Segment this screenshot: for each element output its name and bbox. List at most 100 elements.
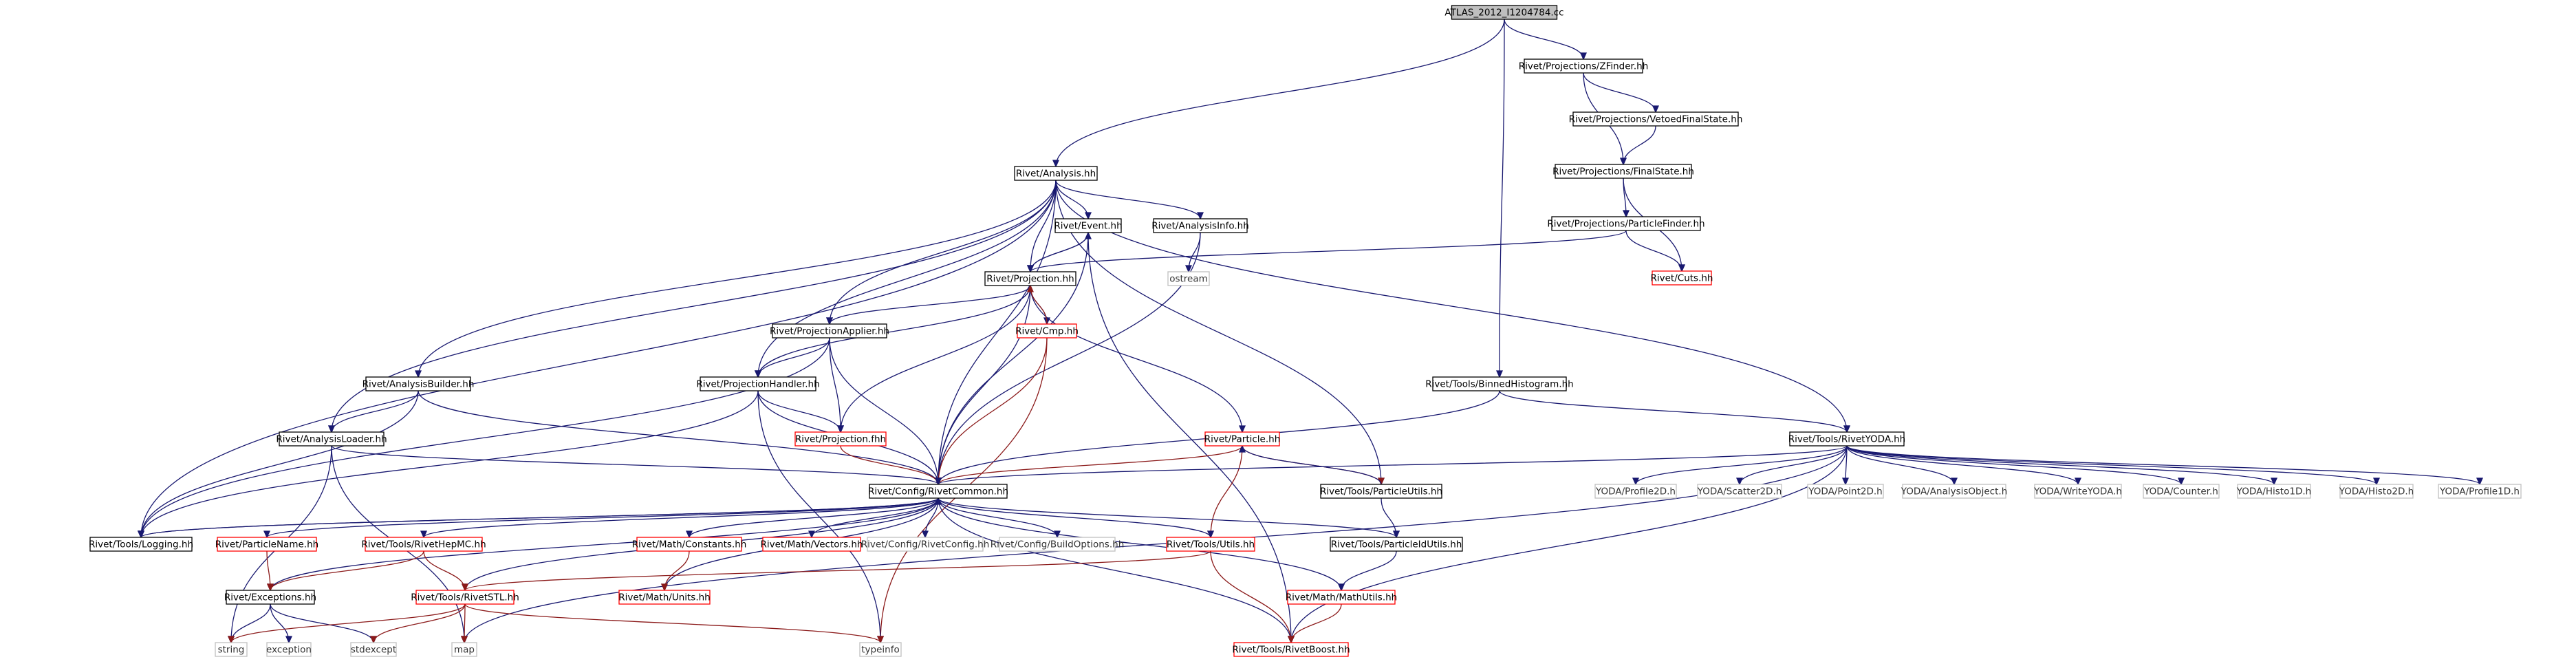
node-box-anbuilder[interactable] bbox=[365, 376, 471, 391]
node-box-stdexcept[interactable] bbox=[350, 642, 397, 657]
node-box-partfinder[interactable] bbox=[1551, 216, 1701, 231]
node-box-ostream[interactable] bbox=[1167, 271, 1210, 286]
node-exception[interactable]: exception bbox=[266, 642, 312, 657]
node-box-yprofile1d[interactable] bbox=[2438, 484, 2522, 499]
node-box-cmp[interactable] bbox=[1017, 323, 1077, 339]
node-box-rivetstl[interactable] bbox=[415, 590, 515, 605]
node-box-vetoed[interactable] bbox=[1572, 111, 1739, 127]
node-projhandler[interactable]: Rivet/ProjectionHandler.hh bbox=[696, 376, 820, 391]
node-cuts[interactable]: Rivet/Cuts.hh bbox=[1651, 270, 1713, 286]
node-box-partidutils[interactable] bbox=[1330, 537, 1463, 552]
node-box-string[interactable] bbox=[215, 642, 248, 657]
node-box-utils[interactable] bbox=[1166, 537, 1255, 552]
node-partname[interactable]: Rivet/ParticleName.hh bbox=[215, 537, 318, 552]
node-projfhh[interactable]: Rivet/Projection.fhh bbox=[794, 431, 887, 447]
node-partidutils[interactable]: Rivet/Tools/ParticleIdUtils.hh bbox=[1330, 537, 1463, 552]
node-buildopts[interactable]: Rivet/Config/BuildOptions.hh bbox=[991, 537, 1125, 552]
node-yhisto1d[interactable]: YODA/Histo1D.h bbox=[2236, 484, 2311, 499]
node-hepmc[interactable]: Rivet/Tools/RivetHepMC.hh bbox=[361, 537, 486, 552]
node-box-projection[interactable] bbox=[984, 271, 1076, 286]
node-rivetconfig[interactable]: Rivet/Config/RivetConfig.hh bbox=[861, 537, 990, 552]
node-box-constants[interactable] bbox=[636, 537, 742, 552]
node-projection[interactable]: Rivet/Projection.hh bbox=[984, 271, 1076, 286]
node-ycounter[interactable]: YODA/Counter.h bbox=[2143, 484, 2220, 499]
node-yprofile2d[interactable]: YODA/Profile2D.h bbox=[1594, 484, 1677, 499]
node-box-logging[interactable] bbox=[89, 537, 193, 552]
node-box-projhandler[interactable] bbox=[700, 376, 816, 391]
node-analysis[interactable]: Rivet/Analysis.hh bbox=[1014, 166, 1098, 181]
node-projapplier[interactable]: Rivet/ProjectionApplier.hh bbox=[770, 323, 889, 339]
node-box-buildopts[interactable] bbox=[999, 537, 1116, 552]
node-rivetstl[interactable]: Rivet/Tools/RivetSTL.hh bbox=[411, 590, 519, 605]
node-root[interactable]: ATLAS_2012_I1204784.cc bbox=[1444, 5, 1564, 20]
node-partfinder[interactable]: Rivet/Projections/ParticleFinder.hh bbox=[1547, 216, 1705, 231]
node-box-units[interactable] bbox=[618, 590, 711, 605]
node-box-yhisto2d[interactable] bbox=[2339, 484, 2414, 499]
node-box-partutils[interactable] bbox=[1320, 484, 1442, 499]
node-box-exceptions[interactable] bbox=[226, 590, 315, 605]
node-finalstate[interactable]: Rivet/Projections/FinalState.hh bbox=[1552, 164, 1694, 179]
node-box-boost[interactable] bbox=[1233, 642, 1349, 657]
node-rivetyoda[interactable]: Rivet/Tools/RivetYODA.hh bbox=[1788, 431, 1905, 447]
node-box-yanobj[interactable] bbox=[1902, 484, 2006, 499]
node-partutils[interactable]: Rivet/Tools/ParticleUtils.hh bbox=[1320, 484, 1442, 499]
node-yprofile1d[interactable]: YODA/Profile1D.h bbox=[2438, 484, 2522, 499]
node-box-hepmc[interactable] bbox=[365, 537, 483, 552]
node-stdexcept[interactable]: stdexcept bbox=[350, 642, 397, 657]
node-mathutils[interactable]: Rivet/Math/MathUtils.hh bbox=[1286, 590, 1397, 605]
node-constants[interactable]: Rivet/Math/Constants.hh bbox=[632, 537, 747, 552]
node-box-analysisinfo[interactable] bbox=[1153, 218, 1248, 233]
node-box-zfinder[interactable] bbox=[1524, 58, 1643, 74]
node-boost[interactable]: Rivet/Tools/RivetBoost.hh bbox=[1232, 642, 1350, 657]
node-ostream[interactable]: ostream bbox=[1167, 271, 1210, 286]
node-box-common[interactable] bbox=[869, 484, 1008, 499]
node-event[interactable]: Rivet/Event.hh bbox=[1054, 218, 1123, 233]
node-yhisto2d[interactable]: YODA/Histo2D.h bbox=[2339, 484, 2414, 499]
node-common[interactable]: Rivet/Config/RivetCommon.hh bbox=[868, 484, 1008, 499]
node-yscatter2d[interactable]: YODA/Scatter2D.h bbox=[1697, 484, 1782, 499]
node-box-mathutils[interactable] bbox=[1287, 590, 1396, 605]
node-box-ywrite[interactable] bbox=[2034, 484, 2122, 499]
node-box-binnedhisto[interactable] bbox=[1432, 376, 1567, 391]
node-box-anloader[interactable] bbox=[279, 431, 385, 447]
node-vectors[interactable]: Rivet/Math/Vectors.hh bbox=[760, 537, 863, 552]
node-box-root[interactable] bbox=[1451, 5, 1558, 20]
node-box-event[interactable] bbox=[1054, 218, 1122, 233]
node-binnedhisto[interactable]: Rivet/Tools/BinnedHistogram.hh bbox=[1425, 376, 1574, 391]
node-box-projapplier[interactable] bbox=[772, 323, 887, 339]
node-box-map[interactable] bbox=[451, 642, 477, 657]
node-box-analysis[interactable] bbox=[1014, 166, 1098, 181]
node-map[interactable]: map bbox=[451, 642, 477, 657]
node-box-vectors[interactable] bbox=[762, 537, 861, 552]
node-box-rivetconfig[interactable] bbox=[867, 537, 984, 552]
node-box-ypoint2d[interactable] bbox=[1807, 484, 1884, 499]
node-box-projfhh[interactable] bbox=[794, 431, 887, 447]
node-exceptions[interactable]: Rivet/Exceptions.hh bbox=[224, 590, 316, 605]
node-particle[interactable]: Rivet/Particle.hh bbox=[1204, 431, 1281, 447]
node-ywrite[interactable]: YODA/WriteYODA.h bbox=[2033, 484, 2122, 499]
node-box-rivetyoda[interactable] bbox=[1789, 431, 1905, 447]
node-utils[interactable]: Rivet/Tools/Utils.hh bbox=[1166, 537, 1255, 552]
node-box-yprofile2d[interactable] bbox=[1594, 484, 1677, 499]
node-vetoed[interactable]: Rivet/Projections/VetoedFinalState.hh bbox=[1569, 111, 1743, 127]
node-box-exception[interactable] bbox=[266, 642, 312, 657]
node-typeinfo[interactable]: typeinfo bbox=[859, 642, 902, 657]
node-box-cuts[interactable] bbox=[1652, 270, 1712, 286]
node-box-yhisto1d[interactable] bbox=[2237, 484, 2311, 499]
node-logging[interactable]: Rivet/Tools/Logging.hh bbox=[89, 537, 193, 552]
node-string[interactable]: string bbox=[215, 642, 248, 657]
node-anloader[interactable]: Rivet/AnalysisLoader.hh bbox=[276, 431, 387, 447]
node-box-partname[interactable] bbox=[217, 537, 317, 552]
node-units[interactable]: Rivet/Math/Units.hh bbox=[618, 590, 711, 605]
node-box-finalstate[interactable] bbox=[1555, 164, 1692, 179]
node-anbuilder[interactable]: Rivet/AnalysisBuilder.hh bbox=[362, 376, 475, 391]
node-yanobj[interactable]: YODA/AnalysisObject.h bbox=[1901, 484, 2008, 499]
node-box-ycounter[interactable] bbox=[2143, 484, 2220, 499]
node-box-yscatter2d[interactable] bbox=[1697, 484, 1782, 499]
node-ypoint2d[interactable]: YODA/Point2D.h bbox=[1807, 484, 1884, 499]
node-box-typeinfo[interactable] bbox=[859, 642, 902, 657]
node-zfinder[interactable]: Rivet/Projections/ZFinder.hh bbox=[1519, 58, 1649, 74]
node-analysisinfo[interactable]: Rivet/AnalysisInfo.hh bbox=[1151, 218, 1249, 233]
node-cmp[interactable]: Rivet/Cmp.hh bbox=[1015, 323, 1079, 339]
node-box-particle[interactable] bbox=[1204, 431, 1280, 447]
